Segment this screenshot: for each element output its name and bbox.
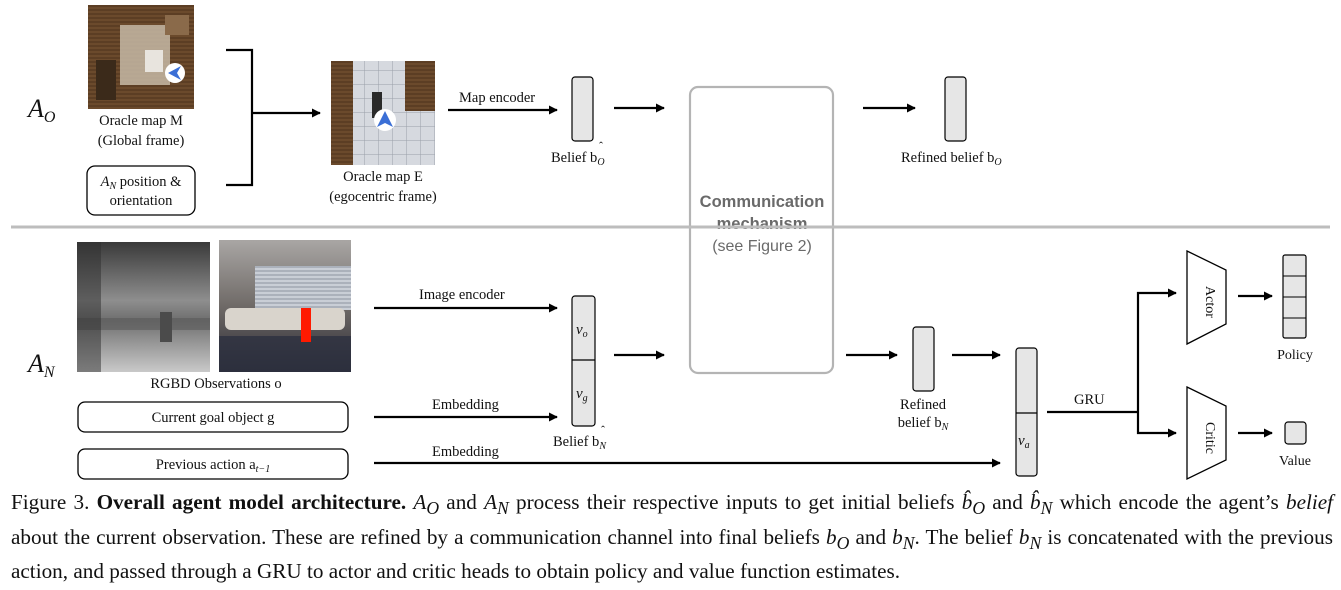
belief-o-hat-label: Belief bO (551, 150, 605, 168)
refined-belief-o-label: Refined belief bO (901, 150, 1002, 168)
vg-label: vg (576, 386, 588, 404)
policy-label: Policy (1277, 348, 1313, 363)
critic-head (1186, 385, 1227, 481)
embedding-goal-label: Embedding (432, 397, 499, 413)
goal-object-marker (301, 308, 311, 342)
value-vector (1284, 421, 1307, 445)
actor-head (1186, 249, 1227, 346)
gru-label: GRU (1074, 392, 1105, 408)
oracle-map-caption-2: (Global frame) (98, 133, 185, 149)
communication-title-1: Communication (700, 193, 825, 211)
goal-object-label: Current goal object g (152, 410, 275, 426)
navigator-arrow-icon (377, 111, 393, 127)
rgbd-label: RGBD Observations o (150, 376, 281, 392)
rgb-observation-image (219, 240, 351, 372)
oracle-map-caption-1: Oracle map M (99, 113, 183, 129)
diagram-canvas: AO AN Oracle map M (Global frame) AN pos… (11, 5, 1330, 481)
critic-label: Critic (1202, 422, 1217, 454)
embedding-action-label: Embedding (432, 444, 499, 460)
caption-title: Overall agent model architecture. (96, 490, 407, 514)
svg-text:ˆ: ˆ (599, 139, 603, 153)
refined-belief-n-label-1: Refined (900, 397, 947, 413)
position-label-1: AN position & (100, 174, 183, 192)
previous-action-label: Previous action at−1 (156, 457, 270, 475)
refined-belief-o-vector (944, 76, 967, 142)
svg-text:ˆ: ˆ (601, 423, 605, 437)
egocentric-map-caption-1: Oracle map E (343, 169, 423, 185)
depth-observation-image (77, 242, 210, 372)
agent-oracle-label: AO (26, 94, 56, 126)
agent-navigator-label: AN (26, 349, 56, 381)
position-orientation-box (86, 165, 196, 216)
egocentric-map-image (331, 61, 435, 165)
belief-n-hat-vector (571, 295, 596, 427)
belief-n-hat-label: Belief bN (553, 434, 607, 452)
concatenated-vector (1015, 347, 1038, 477)
refined-belief-n-vector (912, 326, 935, 392)
communication-mechanism-box (688, 85, 835, 375)
egocentric-map-caption-2: (egocentric frame) (329, 189, 437, 205)
arrow-gru-to-actor (1136, 288, 1177, 412)
communication-subtitle: (see Figure 2) (712, 238, 812, 255)
previous-action-box (77, 448, 349, 480)
caption-figure-number: Figure 3. (11, 490, 90, 514)
goal-object-box (77, 401, 349, 433)
figure-caption: Figure 3. Overall agent model architectu… (11, 490, 1334, 584)
arrow-gru-to-critic (1136, 412, 1177, 438)
value-label: Value (1279, 454, 1311, 469)
map-encoder-label: Map encoder (459, 90, 535, 106)
image-encoder-label: Image encoder (419, 287, 505, 303)
oracle-map-image (88, 5, 194, 109)
position-label-2: orientation (110, 193, 174, 209)
merge-bracket (226, 48, 254, 187)
belief-o-hat-vector (571, 76, 594, 142)
actor-label: Actor (1202, 286, 1217, 318)
vo-label: vo (576, 322, 588, 340)
navigator-arrow-icon (168, 66, 181, 80)
refined-belief-n-label-2: belief bN (898, 415, 950, 433)
va-label: va (1018, 433, 1030, 451)
communication-title-2: mechanism (717, 215, 808, 233)
